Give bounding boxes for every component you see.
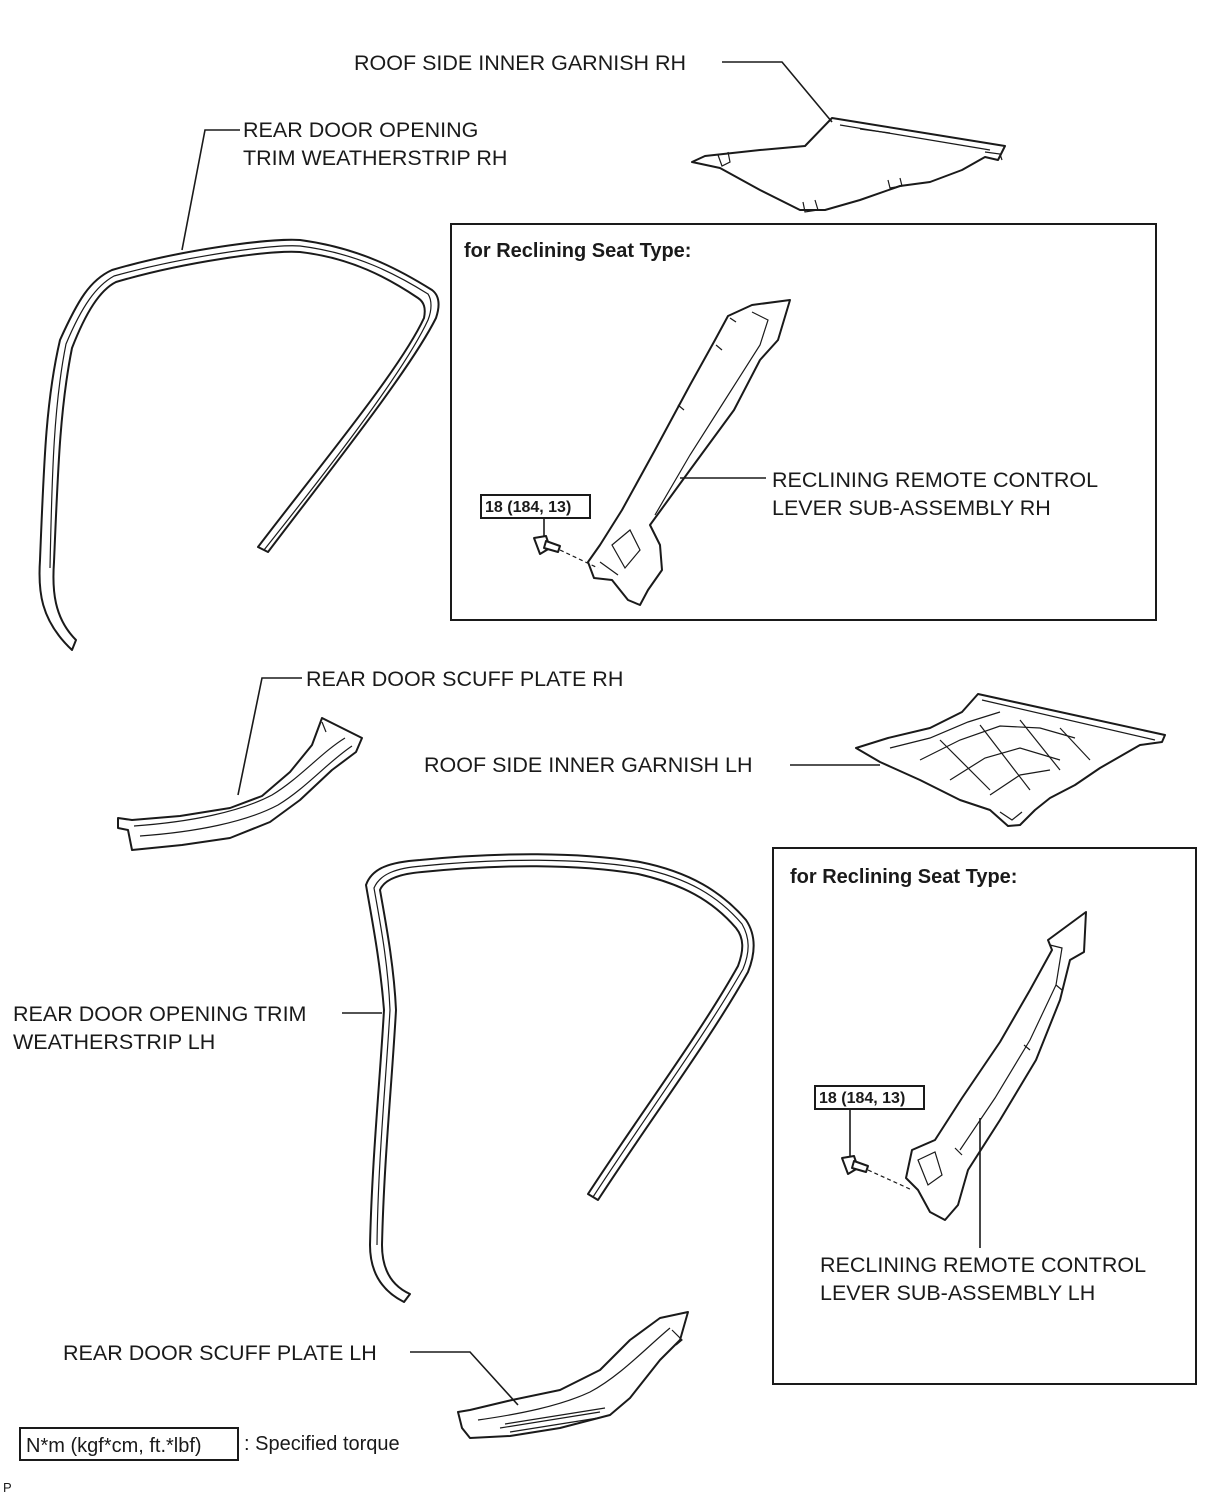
label-rear-door-scuff-plate-lh: REAR DOOR SCUFF PLATE LH bbox=[63, 1341, 377, 1365]
torque-box-rh bbox=[480, 494, 591, 519]
torque-box-lh bbox=[814, 1085, 925, 1110]
bolt-rh bbox=[533, 535, 561, 555]
legend-unit-box bbox=[19, 1427, 239, 1461]
label-rear-door-opening-trim-lh-1: REAR DOOR OPENING TRIM bbox=[13, 1002, 306, 1026]
rear-door-opening-trim-weatherstrip-rh-part bbox=[38, 238, 440, 651]
label-reclining-lever-lh-2: LEVER SUB-ASSEMBLY LH bbox=[820, 1281, 1095, 1305]
reclining-remote-control-lever-lh-part bbox=[905, 911, 1087, 1221]
label-reclining-lever-rh-2: LEVER SUB-ASSEMBLY RH bbox=[772, 496, 1051, 520]
legend-description: : Specified torque bbox=[244, 1433, 400, 1455]
roof-side-inner-garnish-lh-part bbox=[855, 693, 1166, 827]
label-rear-door-opening-trim-lh-2: WEATHERSTRIP LH bbox=[13, 1030, 215, 1054]
page-code: P bbox=[3, 1480, 12, 1495]
leader-scuff-plate-lh bbox=[410, 1351, 519, 1406]
rear-door-scuff-plate-rh-part bbox=[117, 717, 363, 851]
label-reclining-lever-lh-1: RECLINING REMOTE CONTROL bbox=[820, 1253, 1146, 1277]
label-reclining-lever-rh-1: RECLINING REMOTE CONTROL bbox=[772, 468, 1098, 492]
torque-value-lh: 18 (184, 13) bbox=[819, 1090, 905, 1107]
leader-scuff-plate-rh bbox=[237, 677, 302, 796]
reclining-remote-control-lever-rh-part bbox=[587, 299, 791, 606]
bolt-lh bbox=[841, 1155, 869, 1175]
rear-door-scuff-plate-lh-part bbox=[457, 1311, 689, 1439]
inset-box-lh bbox=[772, 847, 1197, 1385]
torque-value-rh: 18 (184, 13) bbox=[485, 499, 571, 516]
inset-lh-title: for Reclining Seat Type: bbox=[790, 866, 1017, 888]
label-rear-door-opening-trim-rh-1: REAR DOOR OPENING bbox=[243, 118, 478, 142]
label-rear-door-scuff-plate-rh: REAR DOOR SCUFF PLATE RH bbox=[306, 667, 623, 691]
leader-trim-weatherstrip-rh bbox=[181, 129, 240, 251]
label-roof-side-inner-garnish-rh: ROOF SIDE INNER GARNISH RH bbox=[354, 51, 686, 75]
inset-box-rh bbox=[450, 223, 1157, 621]
legend-unit-text: N*m (kgf*cm, ft.*lbf) bbox=[26, 1435, 202, 1457]
label-rear-door-opening-trim-rh-2: TRIM WEATHERSTRIP RH bbox=[243, 146, 507, 170]
roof-side-inner-garnish-rh-part bbox=[691, 117, 1006, 213]
leader-roof-garnish-rh bbox=[722, 61, 833, 123]
label-roof-side-inner-garnish-lh: ROOF SIDE INNER GARNISH LH bbox=[424, 753, 753, 777]
rear-door-opening-trim-weatherstrip-lh-part bbox=[365, 853, 755, 1303]
inset-rh-title: for Reclining Seat Type: bbox=[464, 240, 691, 262]
